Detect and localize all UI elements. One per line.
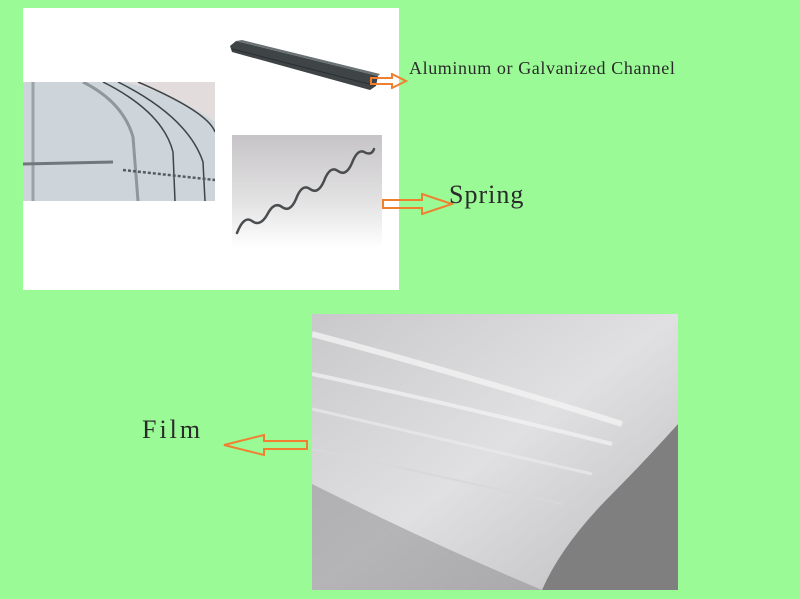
- channel-arrow-icon: [370, 73, 408, 89]
- film-arrow-icon: [223, 433, 308, 457]
- greenhouse-illustration: [23, 82, 215, 201]
- film-illustration: [312, 314, 678, 590]
- spring-image: [232, 135, 382, 248]
- film-label: Film: [142, 415, 204, 444]
- spring-illustration: [235, 147, 376, 235]
- channel-image: [228, 38, 388, 98]
- film-image: [312, 314, 678, 590]
- spring-arrow-icon: [382, 193, 454, 215]
- channel-label: Aluminum or Galvanized Channel: [409, 58, 676, 78]
- spring-label: Spring: [449, 180, 525, 209]
- channel-illustration: [230, 40, 380, 90]
- greenhouse-image: [23, 82, 215, 201]
